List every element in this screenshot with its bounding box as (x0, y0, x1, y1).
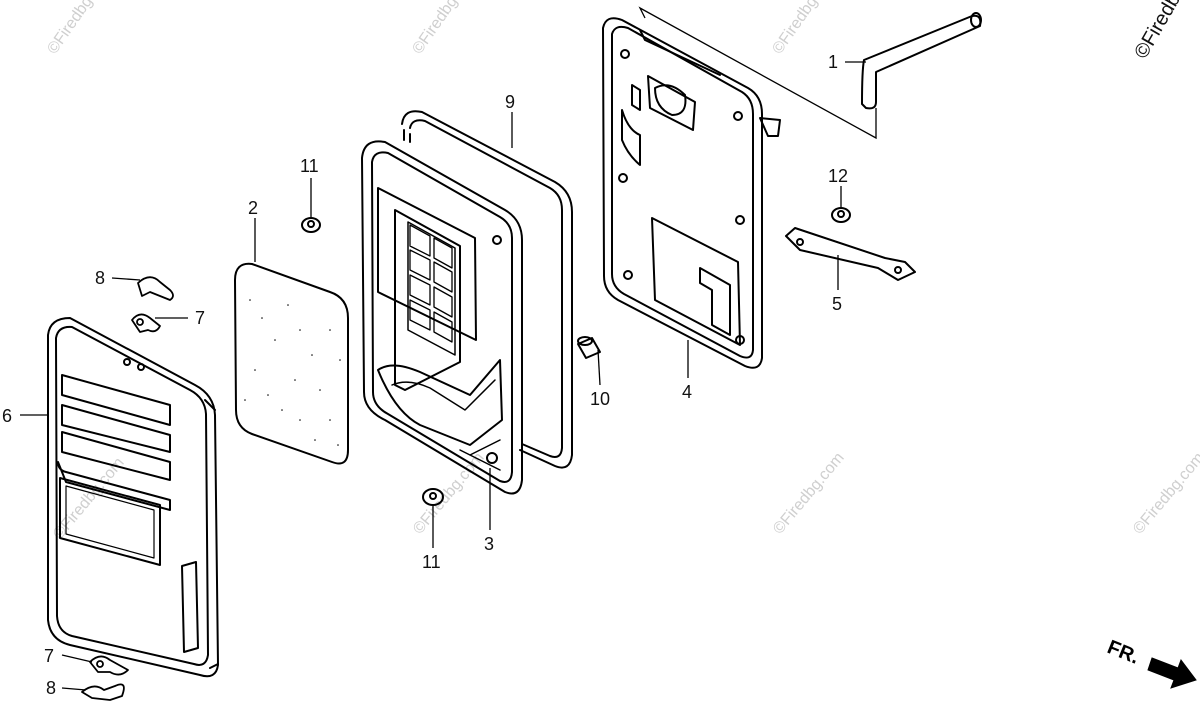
callout-7-top: 7 (195, 308, 205, 328)
callout-11-top: 11 (300, 156, 319, 176)
collar (577, 336, 601, 359)
gasket (401, 110, 573, 469)
callout-2: 2 (248, 198, 258, 218)
clip-8-top (137, 276, 174, 301)
breather-tube (861, 12, 982, 110)
direction-label: FR. (1104, 636, 1142, 668)
watermark: ©Firedbg (44, 0, 96, 57)
watermark: ©Firedbg.com (410, 449, 488, 537)
watermark: ©Firedbg.com (1130, 449, 1200, 537)
foam-texture (244, 299, 341, 446)
callout-12: 12 (828, 166, 848, 186)
callout-6: 6 (2, 406, 12, 426)
air-cleaner-cover (47, 317, 219, 678)
clip-7-bottom (89, 655, 129, 676)
clip-7-top (131, 313, 161, 333)
stay-bracket (785, 227, 916, 281)
element-case (361, 140, 523, 495)
callout-8-top: 8 (95, 268, 105, 288)
callout-4: 4 (682, 382, 692, 402)
flange-nut-11-top (301, 217, 321, 233)
watermarks: ©Firedbg ©Firedbg ©Firedbg ©Firedbg ©Fir… (44, 0, 1200, 543)
callout-11-bottom: 11 (422, 552, 441, 572)
watermark: ©Firedbg (409, 0, 461, 57)
front-direction-indicator: FR. (1104, 636, 1197, 689)
air-cleaner-base (602, 17, 781, 369)
watermark: ©Firedbg.com (770, 449, 848, 537)
callout-8-bottom: 8 (46, 678, 56, 698)
callout-10: 10 (590, 389, 610, 409)
callout-7-bottom: 7 (44, 646, 54, 666)
watermark: ©Firedbg (1130, 0, 1190, 62)
callout-5: 5 (832, 294, 842, 314)
watermark: ©Firedbg.com (50, 454, 128, 542)
callout-3: 3 (484, 534, 494, 554)
foam-element (234, 262, 349, 465)
watermark: ©Firedbg (769, 0, 821, 57)
callouts: 1 2 3 4 5 6 7 7 8 8 9 10 11 11 12 (2, 52, 848, 698)
arrow-right-icon (1147, 657, 1197, 689)
flange-nut-12 (831, 207, 851, 223)
leader-lines (20, 6, 877, 691)
callout-9: 9 (505, 92, 515, 112)
clip-8-bottom (81, 683, 125, 701)
callout-1: 1 (828, 52, 838, 72)
